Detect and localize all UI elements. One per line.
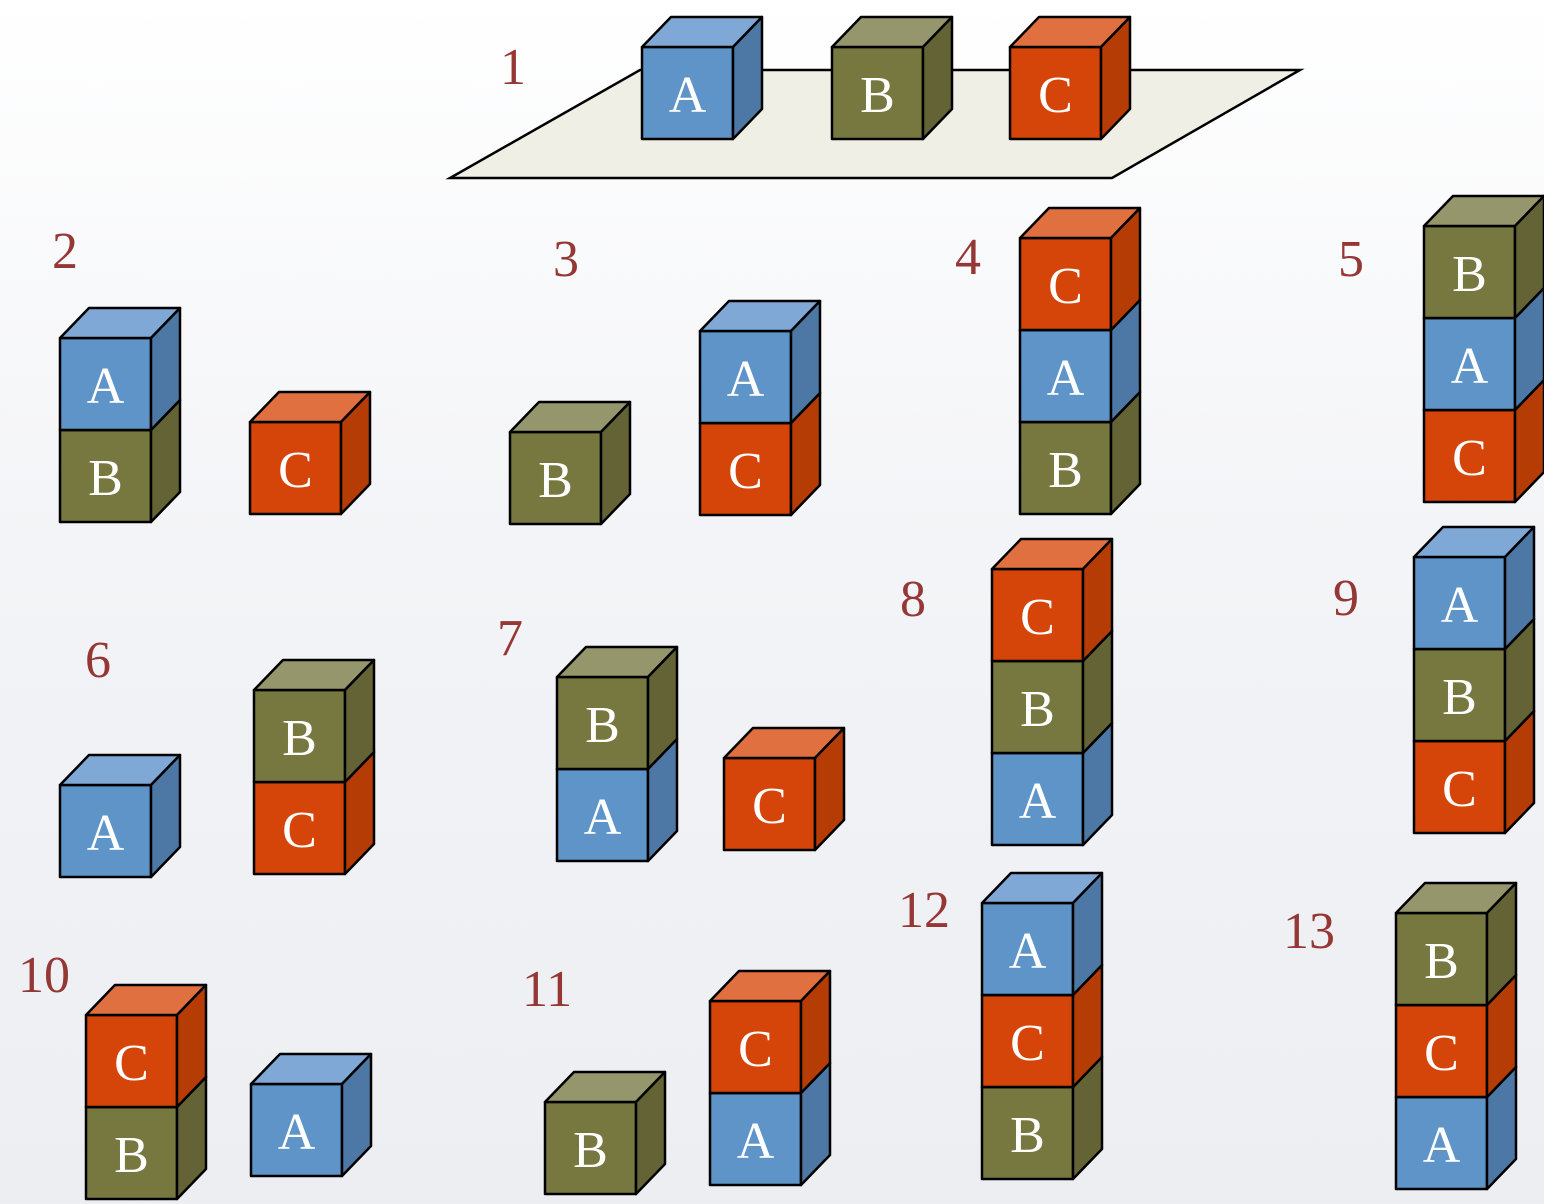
block-letter: B <box>557 683 648 769</box>
block-c-state-2: C <box>250 392 370 514</box>
block-c-state-10: C <box>86 985 206 1107</box>
state-label-7: 7 <box>497 613 523 665</box>
state-label-3: 3 <box>553 234 579 286</box>
block-letter: A <box>982 909 1073 995</box>
block-letter: A <box>1414 563 1505 649</box>
state-label-12: 12 <box>898 885 950 937</box>
block-letter: A <box>60 344 151 430</box>
block-letter: B <box>832 53 923 139</box>
state-label-9: 9 <box>1333 573 1359 625</box>
block-letter: B <box>1396 919 1487 1005</box>
block-letter: C <box>992 575 1083 661</box>
state-label-1: 1 <box>500 42 526 94</box>
block-letter: B <box>1414 655 1505 741</box>
block-a-state-6: A <box>60 755 180 877</box>
block-a-state-9: A <box>1414 527 1534 649</box>
block-b-state-13: B <box>1396 883 1516 1005</box>
block-b-state-3: B <box>510 402 630 524</box>
block-a-state-1: A <box>642 17 762 139</box>
block-letter: C <box>724 764 815 850</box>
block-letter: B <box>992 667 1083 753</box>
block-letter: C <box>1010 53 1101 139</box>
block-letter: B <box>510 438 601 524</box>
block-letter: C <box>1020 244 1111 330</box>
block-letter: A <box>557 775 648 861</box>
block-letter: A <box>1020 336 1111 422</box>
block-letter: C <box>1396 1011 1487 1097</box>
state-label-5: 5 <box>1338 234 1364 286</box>
block-c-state-4: C <box>1020 208 1140 330</box>
block-letter: C <box>254 788 345 874</box>
block-c-state-11: C <box>710 971 830 1093</box>
block-c-state-8: C <box>992 539 1112 661</box>
block-letter: C <box>1424 416 1515 502</box>
state-label-10: 10 <box>18 950 70 1002</box>
block-letter: A <box>992 759 1083 845</box>
block-letter: B <box>545 1108 636 1194</box>
block-letter: C <box>1414 747 1505 833</box>
block-a-state-2: A <box>60 308 180 430</box>
block-a-state-3: A <box>700 301 820 423</box>
state-label-11: 11 <box>522 964 572 1016</box>
block-letter: B <box>86 1113 177 1199</box>
block-letter: A <box>1396 1103 1487 1189</box>
block-letter: B <box>254 696 345 782</box>
block-letter: A <box>700 337 791 423</box>
state-label-8: 8 <box>900 574 926 626</box>
block-b-state-6: B <box>254 660 374 782</box>
block-letter: A <box>642 53 733 139</box>
block-letter: C <box>982 1001 1073 1087</box>
block-b-state-1: B <box>832 17 952 139</box>
state-label-2: 2 <box>52 226 78 278</box>
block-b-state-5: B <box>1424 196 1544 318</box>
block-b-state-11: B <box>545 1072 665 1194</box>
block-a-state-10: A <box>251 1054 371 1176</box>
block-c-state-7: C <box>724 728 844 850</box>
block-letter: B <box>982 1093 1073 1179</box>
state-label-6: 6 <box>85 635 111 687</box>
block-letter: A <box>710 1099 801 1185</box>
state-label-4: 4 <box>955 232 981 284</box>
block-letter: A <box>1424 324 1515 410</box>
block-letter: C <box>250 428 341 514</box>
block-letter: A <box>251 1090 342 1176</box>
block-letter: C <box>700 429 791 515</box>
block-a-state-12: A <box>982 873 1102 995</box>
block-letter: A <box>60 791 151 877</box>
block-letter: C <box>86 1021 177 1107</box>
block-letter: B <box>1424 232 1515 318</box>
block-letter: B <box>1020 428 1111 514</box>
block-letter: C <box>710 1007 801 1093</box>
block-b-state-7: B <box>557 647 677 769</box>
block-c-state-1: C <box>1010 17 1130 139</box>
block-letter: B <box>60 436 151 522</box>
state-label-13: 13 <box>1283 906 1335 958</box>
